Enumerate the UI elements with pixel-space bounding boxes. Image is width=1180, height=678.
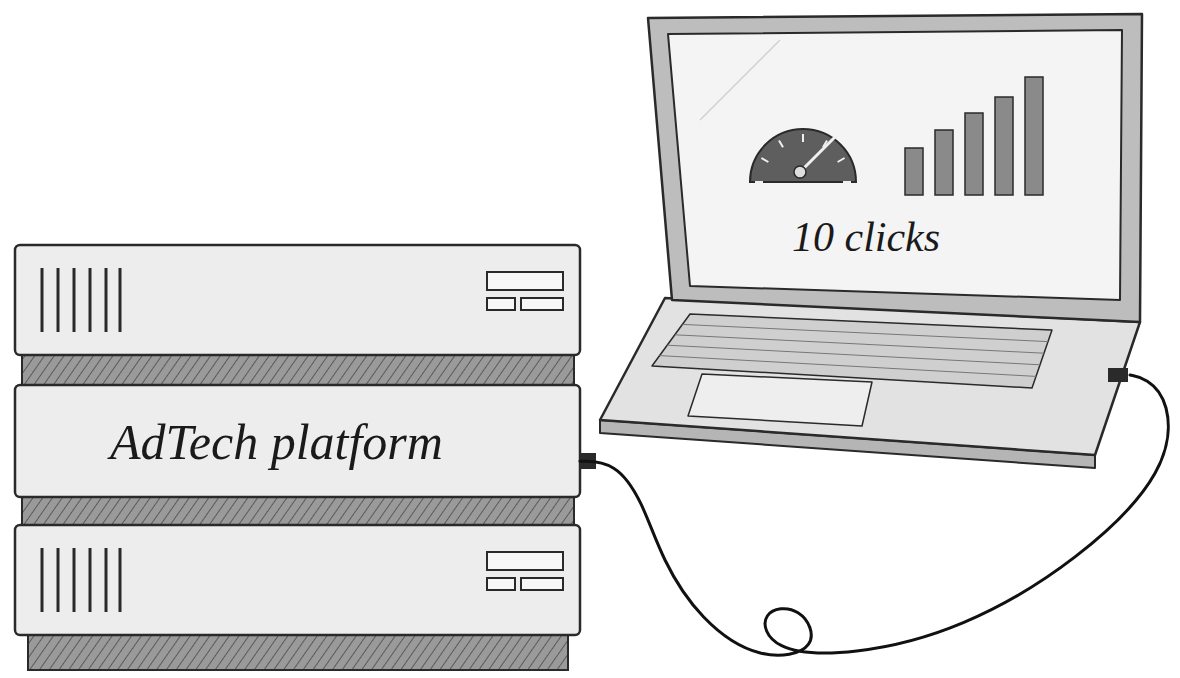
server-unit bbox=[15, 245, 580, 355]
vent-slot bbox=[89, 548, 92, 612]
gauge-tick bbox=[779, 140, 783, 147]
bar-symbol bbox=[935, 130, 953, 195]
cable-plug bbox=[1108, 368, 1128, 382]
cable-plug bbox=[580, 453, 596, 469]
laptop-box: 10 clicks bbox=[560, 15, 1130, 470]
vent-slots bbox=[42, 268, 120, 332]
server-unit-box: AdTech platform bbox=[15, 385, 580, 497]
gauge-hub bbox=[794, 166, 806, 178]
server-unit bbox=[15, 525, 580, 635]
gauge-tick bbox=[802, 134, 804, 142]
vent-slot bbox=[119, 268, 122, 332]
key-row bbox=[660, 356, 1036, 377]
hatched-band bbox=[22, 352, 574, 388]
laptop-lid bbox=[648, 14, 1142, 322]
bar-symbol bbox=[1025, 77, 1043, 195]
panel-button bbox=[487, 552, 563, 570]
gauge-tick bbox=[838, 158, 845, 162]
cable-plugs bbox=[580, 368, 1128, 469]
gauge-symbol bbox=[750, 129, 856, 182]
gauge-tick bbox=[843, 181, 851, 183]
vent-slot bbox=[89, 268, 92, 332]
vent-slots bbox=[42, 548, 120, 612]
vent-slot bbox=[57, 548, 60, 612]
hatched-band bbox=[22, 493, 574, 529]
key-row bbox=[667, 345, 1040, 365]
gauge-tick bbox=[755, 181, 763, 183]
click-count: 10 clicks bbox=[792, 213, 940, 261]
hatched-base bbox=[28, 632, 568, 670]
bar-symbol bbox=[995, 97, 1013, 195]
panel-button bbox=[487, 578, 515, 590]
gauge-tick bbox=[761, 158, 768, 162]
vent-slot bbox=[73, 548, 76, 612]
vent-slot bbox=[41, 548, 44, 612]
platform-label: AdTech platform bbox=[110, 413, 443, 471]
panel-button bbox=[487, 272, 563, 290]
screen-glare bbox=[700, 40, 780, 120]
bar-symbol bbox=[965, 113, 983, 195]
vent-slot bbox=[73, 268, 76, 332]
gauge-needle bbox=[800, 136, 836, 172]
laptop-drawing bbox=[600, 14, 1142, 468]
panel-button bbox=[521, 578, 563, 590]
key-row bbox=[675, 335, 1044, 353]
network-cable bbox=[580, 375, 1168, 655]
vent-slot bbox=[105, 268, 108, 332]
laptop-base bbox=[600, 298, 1140, 455]
panel-button bbox=[521, 298, 563, 310]
server-unit-outline bbox=[15, 385, 580, 497]
laptop-screen bbox=[668, 30, 1122, 300]
bar-symbol bbox=[905, 148, 923, 195]
panel-button bbox=[487, 298, 515, 310]
key-row bbox=[682, 324, 1048, 341]
vent-slot bbox=[41, 268, 44, 332]
vent-slot bbox=[119, 548, 122, 612]
vent-slot bbox=[105, 548, 108, 612]
laptop-trackpad bbox=[688, 374, 872, 426]
vent-slot bbox=[57, 268, 60, 332]
